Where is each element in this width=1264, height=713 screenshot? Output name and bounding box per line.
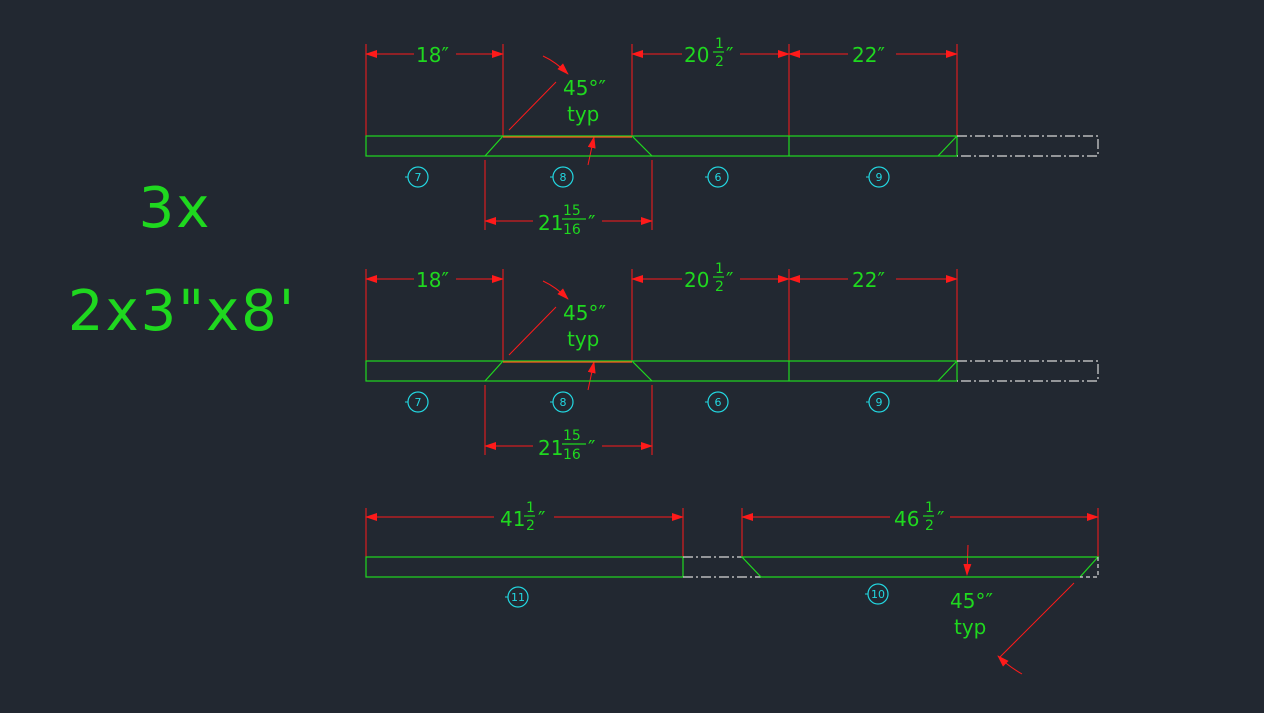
part-bubbles: 11 10 [505,583,889,608]
dimension-texts: 41 1 2 ″ 46 1 2 ″ 45°″ typ [500,500,993,639]
stock-label: 2x3"x8' [68,279,296,344]
dim-20-1-2: 20 [684,43,709,67]
frac-num: 1 [925,500,934,516]
unit: ″ [937,507,944,531]
angle-label: 45°″ [563,76,606,100]
dim-18: 18″ [416,43,449,67]
part-number: 8 [560,171,567,184]
typ-label: typ [567,102,599,126]
frac-num: 15 [563,428,581,444]
frac-den: 16 [563,447,581,463]
waste-segment [683,556,761,578]
part-number: 8 [560,396,567,409]
extension-lines [365,44,958,230]
board-row-1: 18″ 20 1 2 ″ 22″ 45°″ typ 21 15 16 ″ [365,36,1099,238]
frac-den: 2 [925,518,934,534]
dim-22: 22″ [852,43,885,67]
typ-label: typ [954,615,986,639]
angle-label: 45°″ [950,589,993,613]
part-number: 9 [876,171,883,184]
dim-18: 18″ [416,268,449,292]
part-number: 7 [415,171,422,184]
unit: ″ [538,507,545,531]
frac-den: 2 [715,279,724,295]
dim-46-1-2: 46 [894,507,919,531]
frac-num: 1 [715,36,724,52]
part-number: 6 [715,171,722,184]
frac-den: 2 [526,518,535,534]
unit: ″ [588,436,595,460]
unit: ″ [726,43,733,67]
board [365,360,1099,382]
dimension-lines [365,275,958,450]
part-number: 6 [715,396,722,409]
frac-num: 1 [715,261,724,277]
quantity-label: 3x [139,176,212,241]
dim-20-1-2: 20 [684,268,709,292]
part-number: 9 [876,396,883,409]
frac-den: 2 [715,54,724,70]
frac-num: 1 [526,500,535,516]
extension-lines [365,508,1099,557]
waste-segment [1080,557,1099,578]
board-row-3: 41 1 2 ″ 46 1 2 ″ 45°″ typ 11 [365,500,1100,675]
dim-41-1-2: 41 [500,507,525,531]
waste-segment [957,135,1099,157]
dimension-texts: 18″ 20 1 2 ″ 22″ 45°″ typ 21 15 16 ″ [416,261,885,463]
dimension-lines [365,513,1099,675]
part-number: 11 [511,591,525,604]
dimension-lines [365,50,958,225]
board-row-2: 18″ 20 1 2 ″ 22″ 45°″ typ 21 15 16 ″ [365,261,1099,463]
dimension-texts: 18″ 20 1 2 ″ 22″ 45°″ typ 21 15 16 ″ [416,36,885,238]
dim-21-15-16: 21 [538,436,563,460]
part-number: 10 [871,588,885,601]
extension-lines [365,269,958,455]
frac-den: 16 [563,222,581,238]
waste-segment [957,360,1099,382]
board [365,135,1099,157]
part-bubbles: 7 8 6 9 [405,166,890,188]
dim-22: 22″ [852,268,885,292]
board [365,556,1100,578]
typ-label: typ [567,327,599,351]
unit: ″ [588,211,595,235]
dim-21-15-16: 21 [538,211,563,235]
part-bubbles: 7 8 6 9 [405,391,890,413]
unit: ″ [726,268,733,292]
part-number: 7 [415,396,422,409]
frac-num: 15 [563,203,581,219]
angle-label: 45°″ [563,301,606,325]
